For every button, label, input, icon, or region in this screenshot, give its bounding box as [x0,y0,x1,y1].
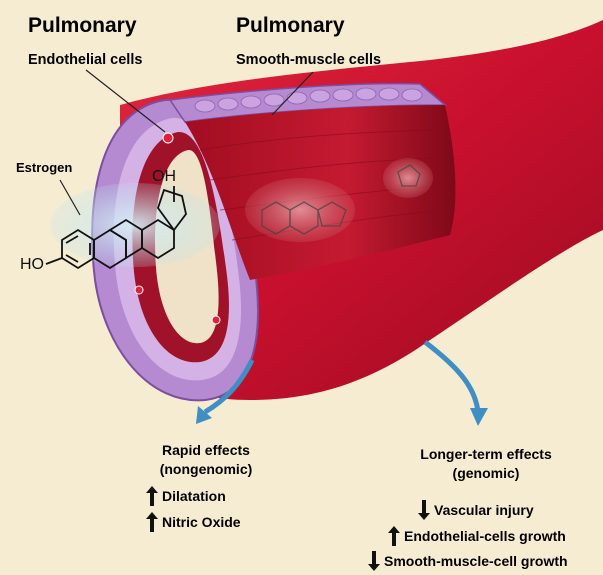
longer-item-smooth-muscle-growth: Smooth-muscle-cell growth [368,551,568,571]
longer-item-vascular-injury: Vascular injury [418,500,534,520]
rapid-effects-line2: (nongenomic) [136,460,276,479]
longer-effects-line1: Longer-term effects [402,445,570,464]
down-arrow-icon [368,551,380,571]
longer-item-label: Smooth-muscle-cell growth [384,553,568,569]
up-arrow-icon [146,486,158,506]
estrogen-label: Estrogen [16,160,72,175]
rapid-item-label: Dilatation [162,488,226,504]
pulmonary-label-right: Pulmonary [236,14,345,38]
up-arrow-icon [146,512,158,532]
up-arrow-icon [388,526,400,546]
oh-group-label: OH [152,168,176,186]
endothelial-cells-label: Endothelial cells [28,52,142,68]
smooth-muscle-cells-label: Smooth-muscle cells [236,52,381,68]
rapid-item-label: Nitric Oxide [162,514,241,530]
longer-effects-line2: (genomic) [402,464,570,483]
pulmonary-label-left: Pulmonary [28,14,137,38]
rapid-effects-title: Rapid effects (nongenomic) [136,441,276,479]
rapid-item-nitric-oxide: Nitric Oxide [146,512,241,532]
down-arrow-icon [418,500,430,520]
blue-arrow-right [425,342,478,412]
longer-item-endothelial-growth: Endothelial-cells growth [388,526,566,546]
longer-term-effects-title: Longer-term effects (genomic) [402,445,570,483]
rapid-item-dilatation: Dilatation [146,486,226,506]
longer-item-label: Vascular injury [434,502,534,518]
rapid-effects-line1: Rapid effects [136,441,276,460]
longer-item-label: Endothelial-cells growth [404,528,566,544]
ho-group-label: HO [20,256,44,274]
